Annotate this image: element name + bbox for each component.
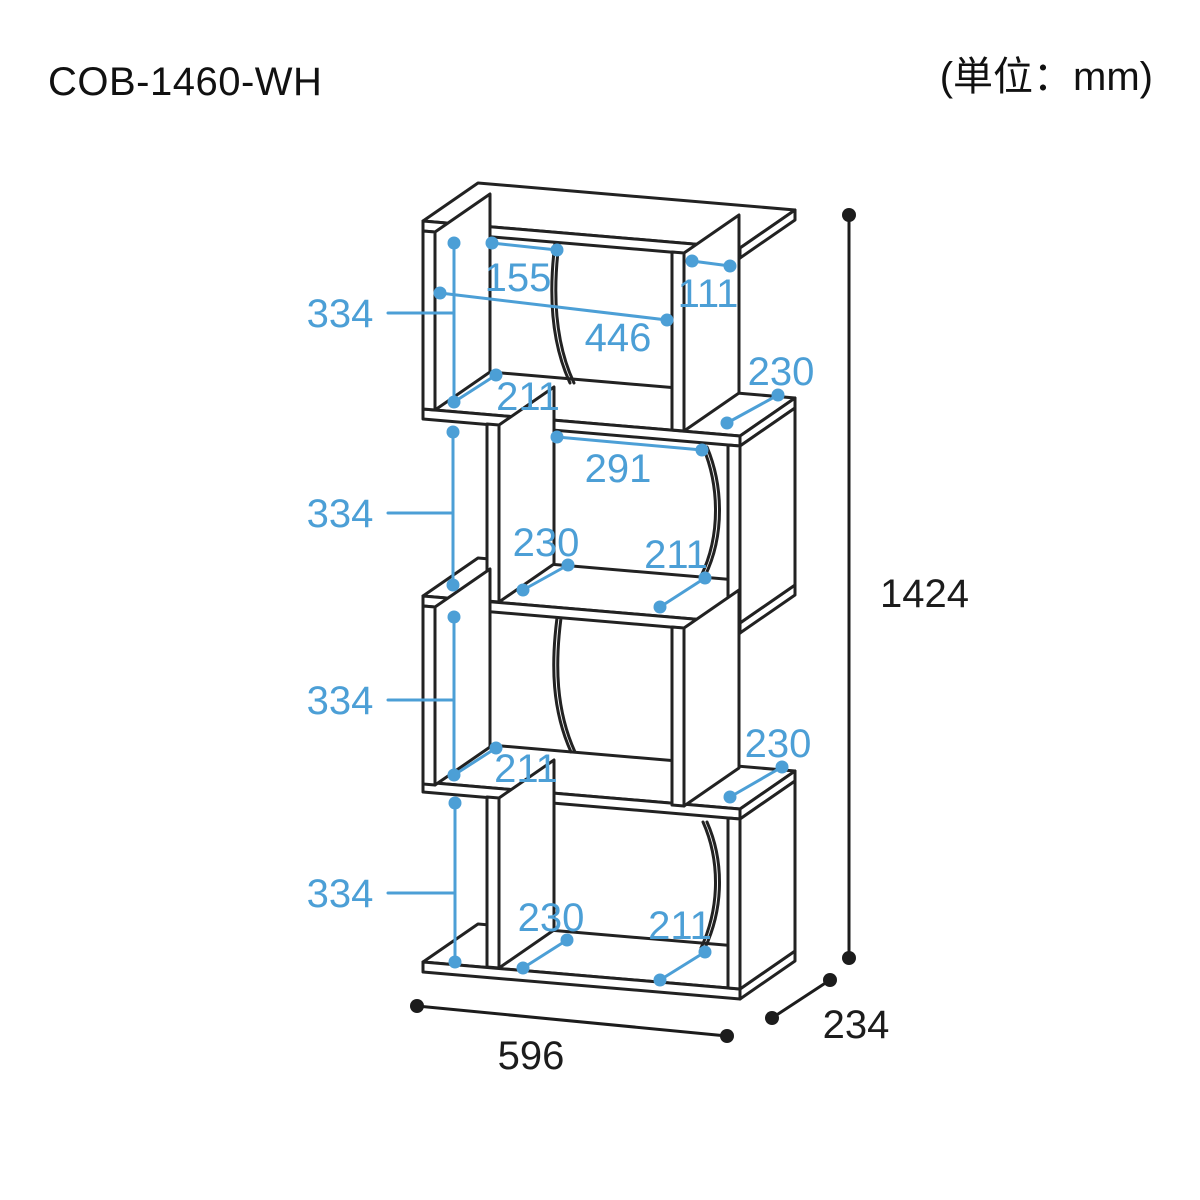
unit-note-label: (単位：mm) (940, 55, 1153, 99)
dim-line-tier4-floor-depth-left (516, 933, 574, 975)
dim-overall-height-label: 1424 (880, 572, 969, 616)
tier2-panels (485, 385, 797, 625)
dim-line-tier3-floor-depth (452, 741, 503, 777)
dim-tier1-opening-width-label: 446 (585, 316, 652, 360)
dim-tier4-floor-depth-right-label: 211 (648, 904, 712, 948)
dim-line-tier1-opening-height (386, 236, 461, 409)
dim-line-tier1-divider-offset (485, 236, 564, 257)
dim-line-overall-depth (765, 973, 837, 1025)
overall-dimension-lines (410, 208, 856, 1043)
dim-tier3-shelf-depth-label: 230 (745, 722, 812, 766)
dim-line-tier2-floor-depth-left (516, 558, 575, 597)
dim-line-tier1-floor-depth (452, 368, 503, 404)
product-model-label: COB-1460-WH (48, 60, 322, 104)
dim-line-overall-width (410, 999, 734, 1043)
dim-line-tier4-floor-depth-right (653, 945, 712, 987)
dim-line-tier2-opening-width (550, 430, 709, 457)
dim-overall-width-label: 596 (498, 1034, 565, 1078)
dim-tier2-floor-depth-right-label: 211 (644, 533, 708, 577)
dim-line-tier1-opening-width (433, 286, 674, 327)
dim-line-tier4-opening-height (386, 796, 462, 969)
labels: COB-1460-WH (単位：mm) 155 111 446 334 211 … (48, 55, 1153, 1078)
dim-tier2-opening-width-label: 291 (585, 447, 652, 491)
dim-tier1-floor-depth-label: 211 (496, 375, 560, 419)
tier4-curved-divider (703, 820, 721, 950)
dim-tier1-divider-offset-label: 155 (485, 256, 552, 300)
tier1-panels (421, 192, 741, 433)
dim-tier1-shelf-depth-label: 230 (748, 350, 815, 394)
dim-tier2-opening-height-label: 334 (307, 492, 374, 536)
tier3-panels (421, 567, 741, 808)
dim-tier1-opening-height-label: 334 (307, 292, 374, 336)
dim-tier3-opening-height-label: 334 (307, 679, 374, 723)
dim-tier3-floor-depth-label: 211 (494, 747, 558, 791)
tier1-curved-divider (550, 241, 572, 385)
tier3-curved-divider (552, 616, 573, 754)
dim-tier4-opening-height-label: 334 (307, 872, 374, 916)
interior-dimension-lines (386, 236, 789, 987)
dim-line-overall-height (842, 208, 856, 965)
dim-line-tier2-floor-depth-right (653, 571, 712, 614)
shelf-drawing (421, 181, 797, 1001)
dim-tier2-floor-depth-left-label: 230 (513, 521, 580, 565)
dim-tier1-right-gap-label: 111 (678, 272, 739, 316)
tier4-panels (485, 758, 797, 991)
dim-line-tier1-shelf-depth (720, 388, 785, 430)
shelf-board-top (421, 181, 797, 260)
dim-tier4-floor-depth-left-label: 230 (518, 896, 585, 940)
dim-line-tier2-opening-height (386, 425, 460, 592)
dim-line-tier1-right-gap (685, 254, 737, 273)
dim-overall-depth-label: 234 (823, 1003, 890, 1047)
dim-line-tier3-shelf-depth (723, 760, 789, 804)
tier2-curved-divider (703, 445, 721, 578)
